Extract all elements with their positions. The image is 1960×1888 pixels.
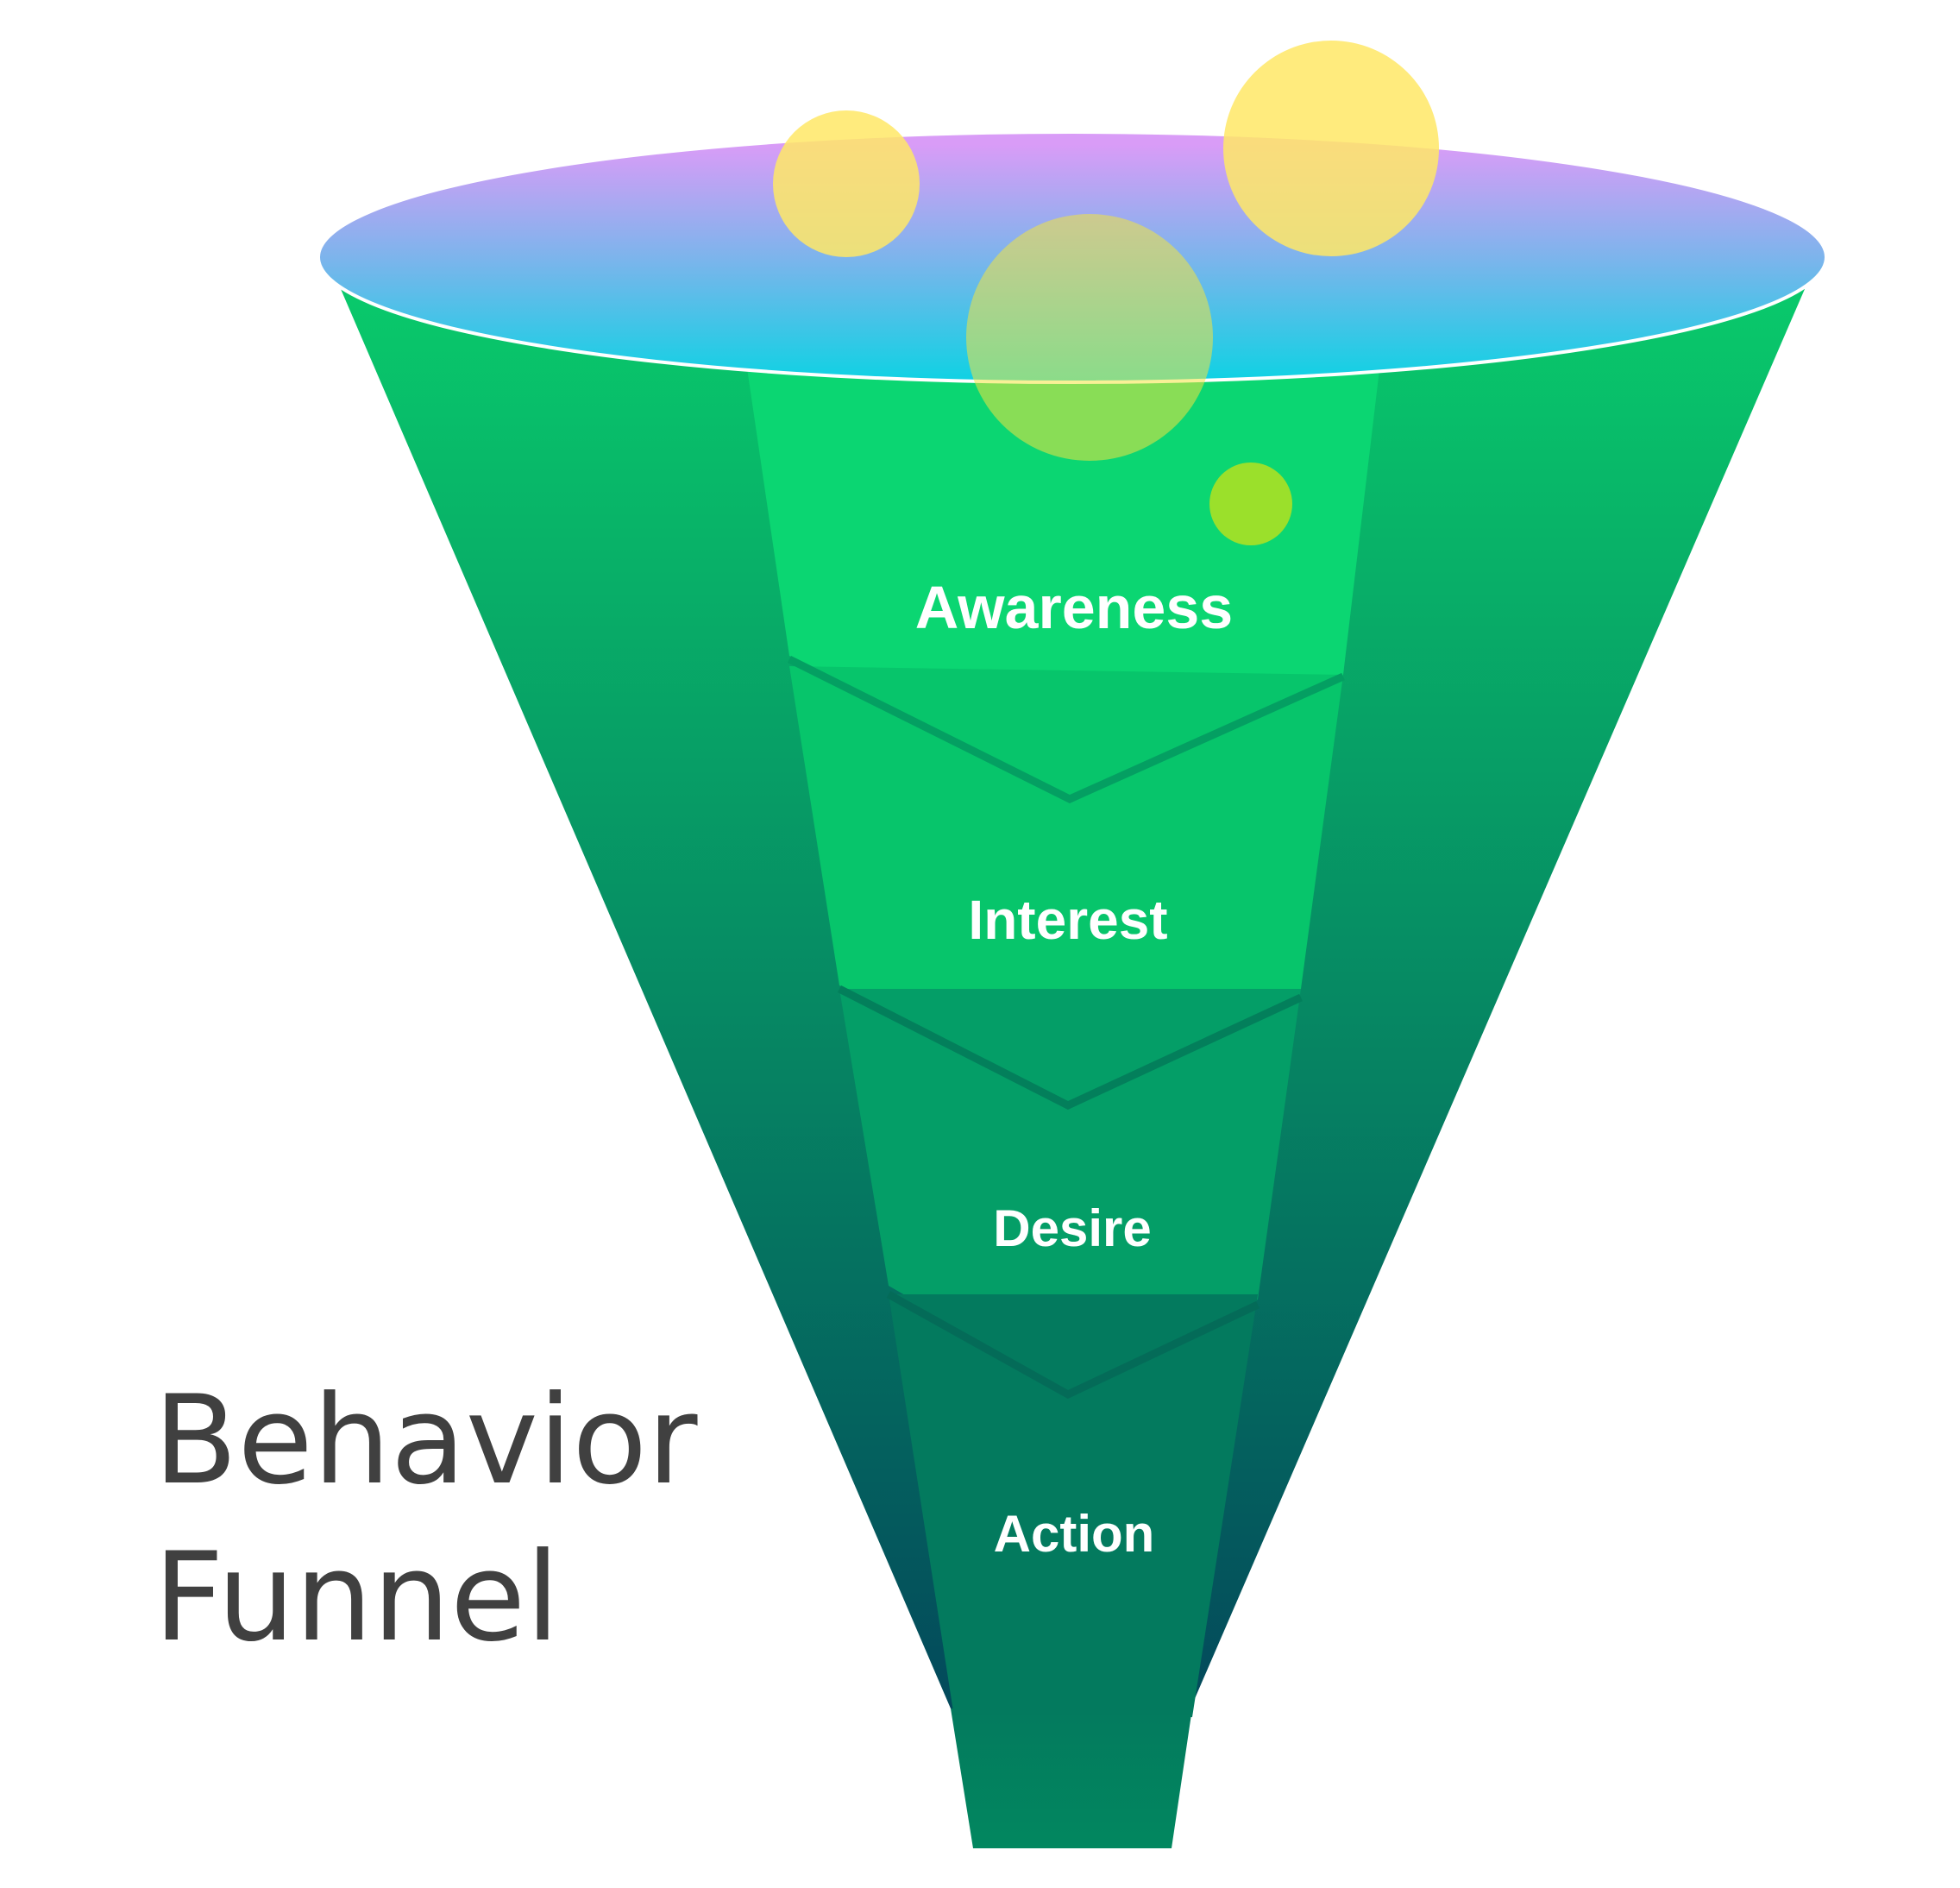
stage-label-desire: Desire: [993, 1199, 1151, 1257]
stage-band-desire: [839, 989, 1301, 1389]
stage-label-interest: Interest: [968, 889, 1167, 951]
bubble-small-left: [773, 110, 920, 257]
stage-label-awareness: Awareness: [915, 574, 1233, 641]
diagram-title-line-2: Funnel: [154, 1526, 560, 1669]
stage-label-action: Action: [994, 1505, 1155, 1563]
bubble-green-small: [1209, 463, 1292, 545]
bubble-center: [966, 214, 1213, 461]
divider-desire-action: [886, 1291, 1260, 1400]
divider-awareness-interest: [787, 655, 1345, 803]
funnel-spout: [951, 1709, 1192, 1848]
stage-band-action: [889, 1294, 1258, 1717]
bubble-large-right: [1223, 41, 1439, 256]
divider-interest-desire: [837, 985, 1303, 1111]
diagram-title-line-1: Behavior: [154, 1369, 698, 1512]
